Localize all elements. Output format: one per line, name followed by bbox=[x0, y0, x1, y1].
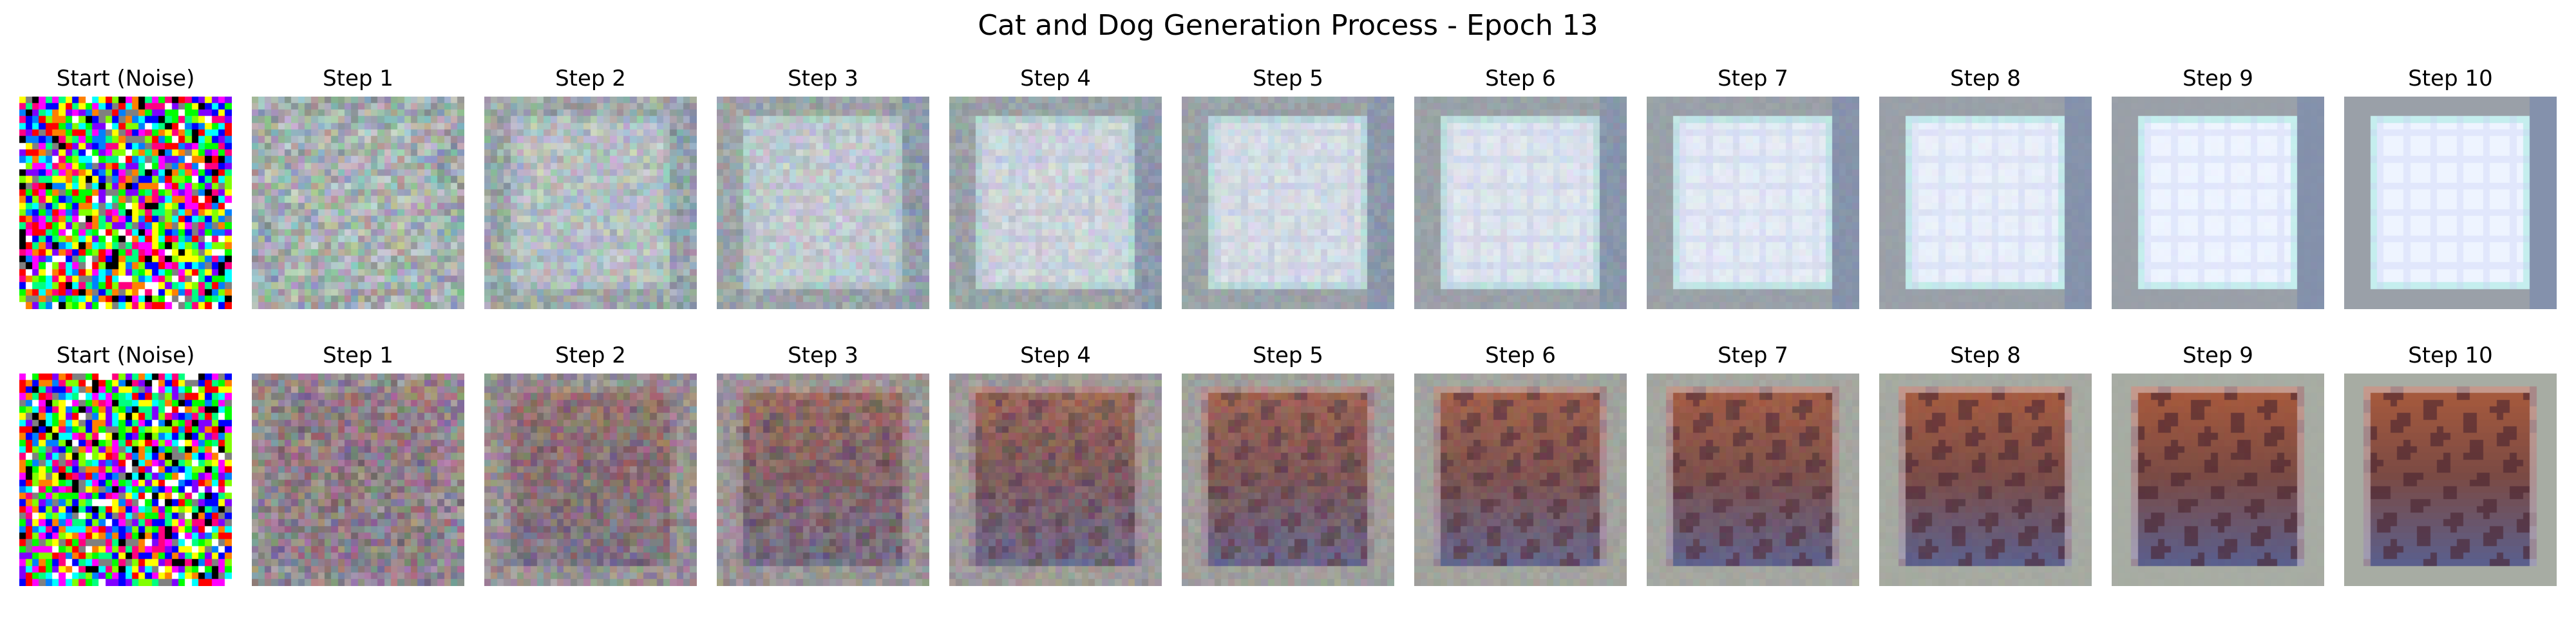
frame-image bbox=[1879, 97, 2092, 309]
frame-label: Step 1 bbox=[323, 343, 393, 368]
frame-noise: Start (Noise) bbox=[19, 341, 232, 625]
frame-step: Step 2 bbox=[484, 64, 697, 348]
frame-label: Step 9 bbox=[2183, 66, 2253, 91]
frame-label: Step 5 bbox=[1253, 343, 1323, 368]
frame-image bbox=[19, 97, 232, 309]
frame-image bbox=[1647, 97, 1859, 309]
frame-image bbox=[717, 374, 929, 586]
frame-image bbox=[1647, 374, 1859, 586]
frame-image bbox=[484, 97, 697, 309]
frame-image bbox=[19, 374, 232, 586]
frame-image bbox=[2344, 97, 2557, 309]
frame-label: Step 6 bbox=[1485, 343, 1556, 368]
frame-image bbox=[2112, 374, 2324, 586]
frame-label: Step 6 bbox=[1485, 66, 1556, 91]
frame-label: Start (Noise) bbox=[56, 343, 195, 368]
frame-label: Step 4 bbox=[1020, 66, 1091, 91]
frame-image bbox=[1414, 374, 1627, 586]
frame-step: Step 7 bbox=[1647, 64, 1859, 348]
frame-label: Step 2 bbox=[555, 66, 626, 91]
frame-step: Step 10 bbox=[2344, 341, 2557, 625]
frame-label: Step 3 bbox=[788, 66, 858, 91]
frame-step: Step 5 bbox=[1182, 341, 1394, 625]
frame-label: Step 8 bbox=[1950, 66, 2021, 91]
frame-step: Step 1 bbox=[252, 341, 464, 625]
frame-step: Step 1 bbox=[252, 64, 464, 348]
frame-step: Step 3 bbox=[717, 64, 929, 348]
frame-step: Step 4 bbox=[949, 64, 1162, 348]
frame-label: Step 10 bbox=[2408, 343, 2493, 368]
frame-label: Step 2 bbox=[555, 343, 626, 368]
frame-image bbox=[717, 97, 929, 309]
frame-step: Step 9 bbox=[2112, 341, 2324, 625]
figure-title: Cat and Dog Generation Process - Epoch 1… bbox=[978, 9, 1598, 42]
frame-label: Step 9 bbox=[2183, 343, 2253, 368]
frame-label: Start (Noise) bbox=[56, 66, 195, 91]
frame-image bbox=[1879, 374, 2092, 586]
frame-step: Step 8 bbox=[1879, 64, 2092, 348]
frame-image bbox=[1414, 97, 1627, 309]
frame-step: Step 7 bbox=[1647, 341, 1859, 625]
frame-step: Step 10 bbox=[2344, 64, 2557, 348]
frame-label: Step 8 bbox=[1950, 343, 2021, 368]
frame-image bbox=[949, 374, 1162, 586]
frame-label: Step 1 bbox=[323, 66, 393, 91]
frame-image bbox=[2112, 97, 2324, 309]
frame-image bbox=[2344, 374, 2557, 586]
frame-label: Step 4 bbox=[1020, 343, 1091, 368]
frame-label: Step 10 bbox=[2408, 66, 2493, 91]
frame-step: Step 3 bbox=[717, 341, 929, 625]
dog-generation-row: Start (Noise) Step 1 Step 2 Step 3 Step … bbox=[0, 341, 2576, 625]
frame-step: Step 4 bbox=[949, 341, 1162, 625]
frame-image bbox=[1182, 374, 1394, 586]
frame-step: Step 6 bbox=[1414, 341, 1627, 625]
frame-step: Step 5 bbox=[1182, 64, 1394, 348]
frame-image bbox=[252, 97, 464, 309]
frame-step: Step 8 bbox=[1879, 341, 2092, 625]
frame-label: Step 7 bbox=[1718, 66, 1788, 91]
frame-noise: Start (Noise) bbox=[19, 64, 232, 348]
frame-label: Step 7 bbox=[1718, 343, 1788, 368]
frame-image bbox=[252, 374, 464, 586]
frame-step: Step 2 bbox=[484, 341, 697, 625]
cat-generation-row: Start (Noise) Step 1 Step 2 Step 3 Step … bbox=[0, 64, 2576, 348]
frame-image bbox=[949, 97, 1162, 309]
frame-label: Step 5 bbox=[1253, 66, 1323, 91]
frame-step: Step 6 bbox=[1414, 64, 1627, 348]
frame-image bbox=[484, 374, 697, 586]
frame-image bbox=[1182, 97, 1394, 309]
frame-label: Step 3 bbox=[788, 343, 858, 368]
frame-step: Step 9 bbox=[2112, 64, 2324, 348]
